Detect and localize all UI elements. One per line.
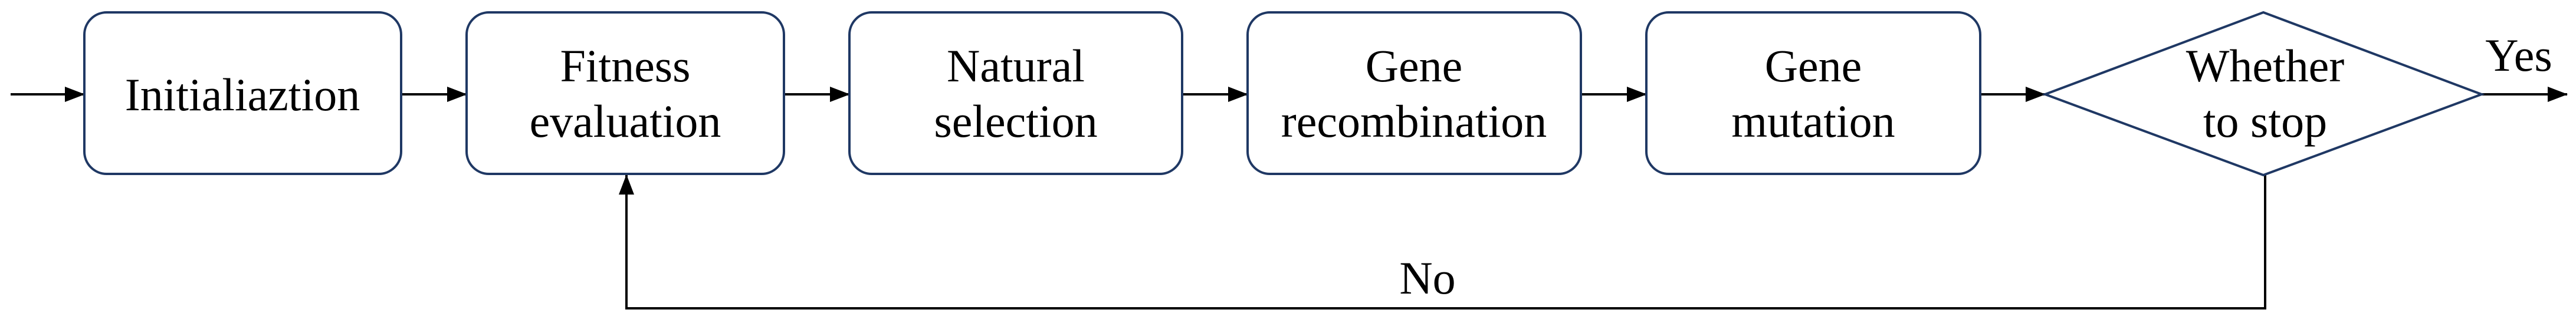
label-recombination-line-2: recombination: [1281, 96, 1547, 147]
label-mutation-line-1: Gene: [1765, 40, 1862, 91]
edge-label-no: No: [1399, 252, 1455, 304]
label-selection-line-1: Natural: [947, 40, 1085, 91]
edge-label-yes: Yes: [2485, 29, 2552, 81]
label-selection-line-2: selection: [934, 96, 1097, 147]
label-decision-line-2: to stop: [2203, 96, 2327, 147]
node-gene-mutation-box: [1645, 11, 1981, 175]
edge-labels: Yes No: [1399, 29, 2552, 304]
label-recombination-line-1: Gene: [1366, 40, 1463, 91]
label-fitness-line-1: Fitness: [560, 40, 690, 91]
node-initialization-box: [83, 11, 402, 175]
connectors: [11, 87, 2568, 309]
label-mutation-line-2: mutation: [1731, 96, 1895, 147]
label-decision-line-1: Whether: [2186, 40, 2345, 91]
node-labels: Initialiaztion Fitness evaluation Natura…: [125, 40, 2345, 147]
process-boxes: [83, 11, 2485, 177]
label-fitness-line-2: evaluation: [530, 96, 721, 147]
node-gene-recombination-box: [1246, 11, 1582, 175]
arrow-decision-no-loop: [619, 174, 2266, 309]
node-decision-diamond: [2042, 11, 2485, 177]
node-fitness-evaluation-box: [465, 11, 785, 175]
label-initialization: Initialiaztion: [125, 69, 360, 120]
node-natural-selection-box: [848, 11, 1183, 175]
